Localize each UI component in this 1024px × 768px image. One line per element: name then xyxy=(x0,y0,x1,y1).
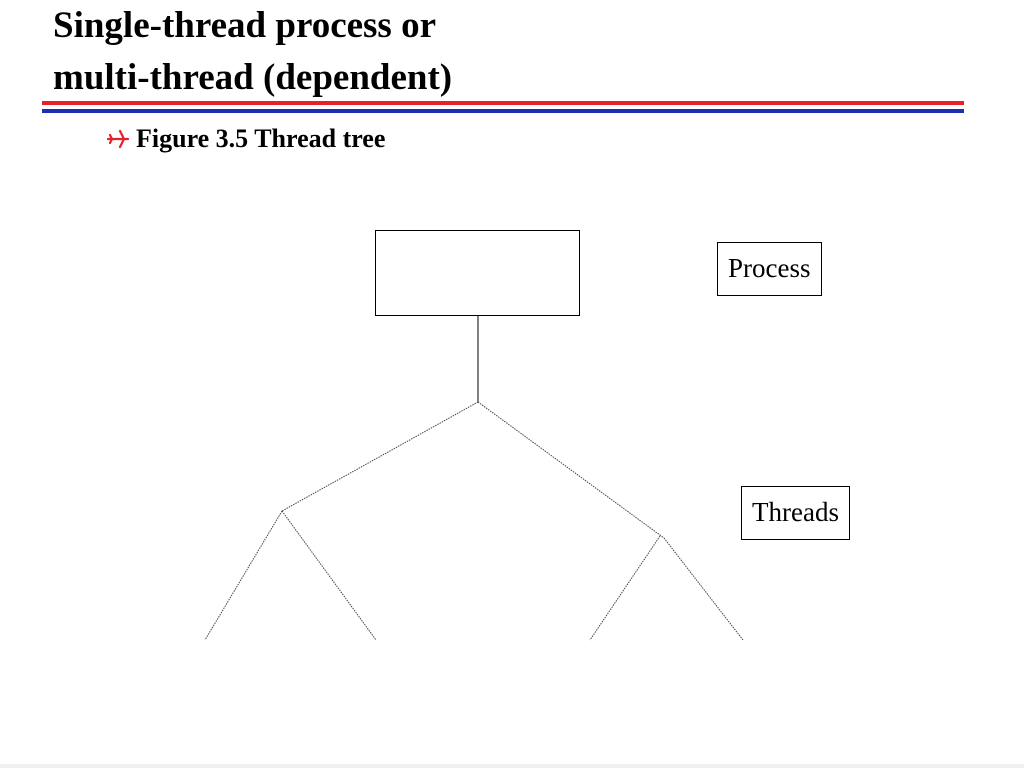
branch-right-right xyxy=(663,537,744,641)
slide-title: Single-thread process or multi-thread (d… xyxy=(53,0,452,104)
branch-left xyxy=(281,401,479,512)
threads-label: Threads xyxy=(741,486,850,540)
title-rule-red xyxy=(42,101,964,105)
title-line-1: Single-thread process or xyxy=(53,5,437,46)
branch-left-right xyxy=(281,510,377,641)
title-line-2: multi-thread (dependent) xyxy=(53,57,453,98)
footer-divider xyxy=(0,764,1024,768)
process-label: Process xyxy=(717,242,822,296)
title-rule-blue xyxy=(42,109,964,113)
process-box xyxy=(375,230,580,316)
branch-left-left xyxy=(204,510,283,641)
airplane-icon xyxy=(106,127,130,151)
branch-right-left xyxy=(589,535,661,641)
branch-right xyxy=(477,401,665,539)
bullet-item: Figure 3.5 Thread tree xyxy=(106,122,385,156)
bullet-text: Figure 3.5 Thread tree xyxy=(136,124,386,153)
